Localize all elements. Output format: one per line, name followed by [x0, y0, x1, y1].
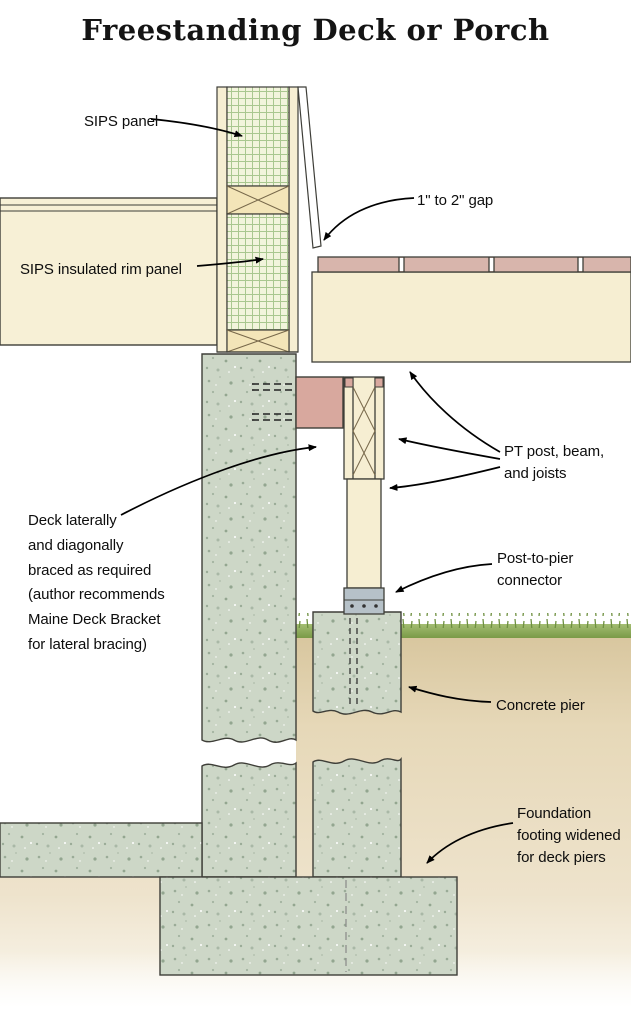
sips-rim-core [226, 213, 290, 331]
foundation-wall-upper [201, 353, 297, 743]
post-assembly [343, 376, 385, 615]
foundation-wall-lower [201, 761, 297, 878]
concrete-foundation [0, 353, 458, 976]
bracket-cap-right [374, 377, 384, 388]
arrow-pt-post [389, 466, 501, 491]
label-connector: Post-to-pier connector [497, 550, 574, 589]
post-pier-connector [343, 587, 385, 615]
deck [311, 256, 631, 363]
sips-skin-right [288, 86, 299, 353]
bracket-bolts [252, 383, 296, 421]
sips-core-upper [226, 86, 290, 187]
braced-beam-section [343, 376, 385, 480]
arrow-bracing [120, 444, 317, 516]
label-sips-panel: SIPS panel [84, 113, 159, 130]
label-footing: Foundation footing widened for deck pier… [517, 805, 621, 866]
deck-board-gaps [398, 257, 584, 272]
page-title: Freestanding Deck or Porch [81, 13, 550, 47]
interior-footing-slab [0, 822, 203, 878]
deck-joist-band [311, 271, 631, 363]
label-rim-panel: SIPS insulated rim panel [20, 261, 182, 278]
siding-board [297, 86, 322, 249]
label-concrete-pier: Concrete pier [496, 697, 585, 714]
arrow-pt-beam [398, 437, 501, 460]
arrow-pier [408, 685, 492, 703]
label-gap: 1" to 2" gap [417, 192, 494, 209]
beam-bracket [252, 376, 344, 429]
label-pt-post: PT post, beam, and joists [504, 443, 605, 482]
sips-wall [216, 86, 299, 353]
arrow-connector [395, 563, 493, 593]
annotation-arrows [120, 118, 514, 864]
foundation-footing [159, 876, 458, 976]
arrow-gap [323, 197, 415, 241]
sips-skin-left [216, 86, 228, 353]
pt-post [346, 478, 382, 589]
arrow-footing [426, 822, 514, 864]
concrete-pier-lower [312, 757, 402, 878]
deck-boards [317, 256, 631, 273]
arrow-rim-panel [196, 256, 264, 267]
anchor-bolt [349, 618, 358, 704]
arrow-pt-joists [409, 371, 501, 453]
bracket-cap-left [344, 377, 354, 388]
house-floor [0, 197, 218, 346]
arrow-sips-panel [150, 118, 243, 138]
label-bracing: Deck laterally and diagonally braced as … [28, 512, 165, 653]
